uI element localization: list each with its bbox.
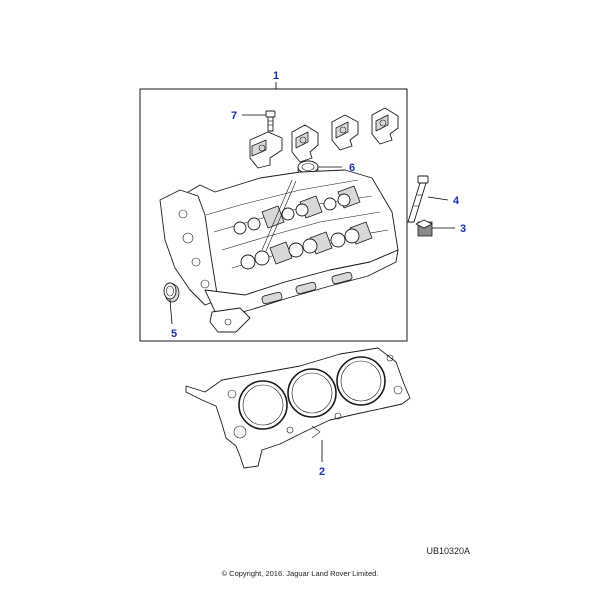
callout-2[interactable]: 2 (319, 466, 325, 478)
callout-3-label: 3 (460, 223, 466, 235)
callout-5[interactable]: 5 (171, 328, 177, 340)
part-5-seal (163, 282, 180, 325)
copyright-notice: © Copyright, 2016. Jaguar Land Rover Lim… (221, 569, 379, 578)
callout-5-label: 5 (171, 328, 177, 340)
reference-code: UB10320A (426, 546, 470, 556)
callout-1[interactable]: 1 (273, 70, 279, 89)
callout-2-label: 2 (319, 466, 325, 478)
part-7-bolt (242, 110, 276, 132)
cam-bearing-caps (249, 107, 399, 169)
callout-4-label: 4 (453, 195, 460, 207)
part-4-bolt (407, 175, 449, 223)
exhaust-ports (261, 271, 353, 305)
part-2-head-gasket (185, 347, 411, 469)
part-3-plug (415, 219, 455, 237)
callout-6-label: 6 (349, 162, 355, 174)
callout-7-label: 7 (231, 110, 237, 122)
assembly-frame (139, 88, 408, 342)
callout-6[interactable]: 6 (349, 162, 355, 174)
callout-1-label: 1 (273, 70, 279, 82)
callout-4[interactable]: 4 (453, 195, 460, 207)
valve-buckets (233, 193, 360, 270)
cylinder-head (159, 169, 399, 333)
callout-3[interactable]: 3 (460, 223, 466, 235)
callout-7[interactable]: 7 (231, 110, 237, 122)
